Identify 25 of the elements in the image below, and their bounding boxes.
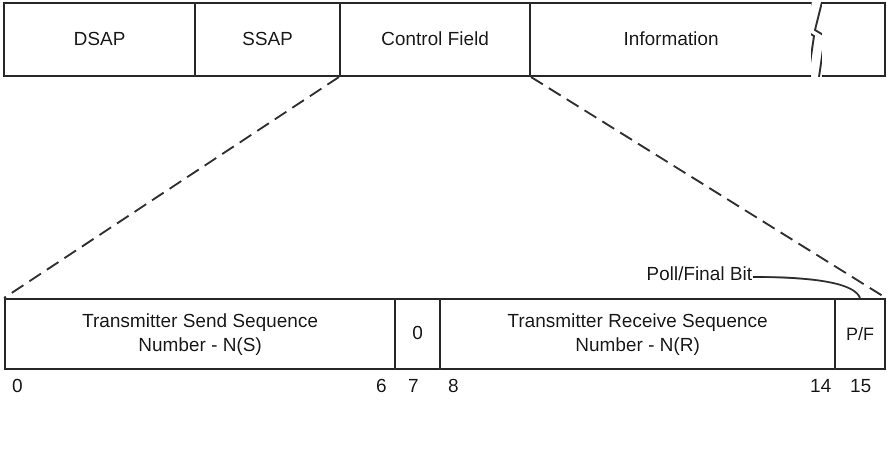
field-box	[194, 2, 341, 77]
bit-number: 8	[448, 376, 459, 398]
field-label: SSAP	[242, 28, 293, 52]
empty-field-box	[822, 2, 886, 77]
field-label: Information	[623, 28, 719, 52]
field-box	[4, 298, 396, 370]
field-box	[834, 298, 886, 370]
field-box	[529, 2, 811, 77]
field-box	[3, 2, 196, 77]
field-label: Transmitter Receive Sequence Number - N(R)	[506, 310, 769, 358]
field-box	[439, 298, 836, 370]
field-label: Transmitter Send Sequence Number - N(S)	[81, 310, 319, 358]
bit-number: 6	[376, 376, 387, 398]
field-label: P/F	[846, 322, 874, 346]
field-box	[339, 2, 531, 77]
bit-number: 7	[408, 376, 419, 398]
leader-line	[752, 276, 861, 298]
field-label: Control Field	[381, 28, 489, 52]
field-label: 0	[412, 322, 423, 346]
expansion-line	[3, 76, 340, 299]
field-label: DSAP	[74, 28, 126, 52]
bit-number: 14	[810, 376, 832, 398]
bit-number: 15	[850, 376, 872, 398]
field-box	[394, 298, 441, 370]
bit-number: 0	[12, 376, 23, 398]
